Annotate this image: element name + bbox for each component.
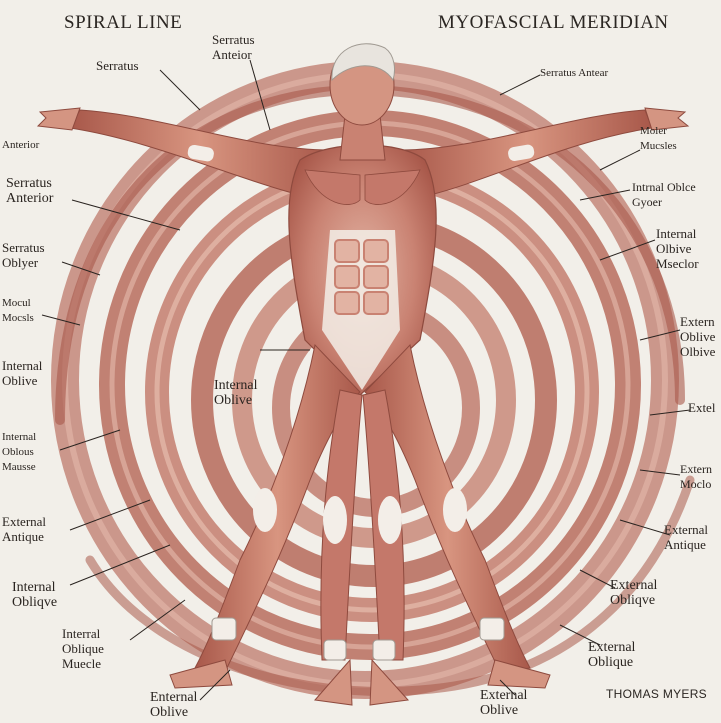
label-serratus-oblyer-left: Serratus Oblyer: [2, 240, 45, 270]
title-right: MYOFASCIAL MERIDIAN: [438, 12, 669, 33]
label-moler-right: Moler Mucsles: [640, 125, 677, 152]
label-extern-moclo-right: Extern Moclo: [680, 462, 712, 491]
leader-lines: [41, 59, 691, 701]
label-internal-oblive-center: Internal Oblive: [214, 378, 258, 408]
label-serratus-antear-right: Serratus Antear: [540, 67, 609, 79]
label-mocul-left: Mocul Mocsls: [2, 297, 34, 324]
label-serratus-anterior-top: Serratus Anteior: [212, 32, 255, 62]
title-left: SPIRAL LINE: [64, 12, 183, 33]
human-figure: [36, 43, 690, 706]
author-signature: THOMAS MYERS: [606, 687, 707, 701]
label-anterior-left-edge: Anterior: [2, 139, 40, 151]
label-external-oblique-bottom-right: External Oblique: [588, 640, 636, 670]
label-interral-oblique-muecle: Interral Oblique Muecle: [62, 626, 104, 671]
label-external-antique-right: External Antique: [664, 522, 709, 552]
label-external-antique-left: External Antique: [2, 514, 47, 544]
label-enternal-oblive-bottom: Enternal Oblive: [150, 690, 198, 720]
label-internal-left-mid: Internal Oblous Mausse: [2, 431, 37, 473]
label-internal-left-edge: Internal Oblive: [2, 358, 43, 388]
label-extern-right: Extern Oblive Olbive: [680, 314, 716, 359]
label-internal-olbive-right: Internal Olbive Mseclor: [656, 226, 699, 271]
label-internal-obliqve-left: Internal Obliqve: [12, 580, 58, 610]
label-serratus-top: Serratus: [96, 58, 139, 73]
label-extel-right: Extel: [688, 400, 716, 415]
label-intrnal-oblce-right: Intrnal Oblce Gyoer: [632, 180, 696, 209]
label-serratus-anterior-left: Serratus Anterior: [6, 176, 54, 206]
label-external-obliqve-right: External Obliqve: [610, 578, 658, 608]
label-external-oblive-bottom: External Oblive: [480, 688, 528, 718]
